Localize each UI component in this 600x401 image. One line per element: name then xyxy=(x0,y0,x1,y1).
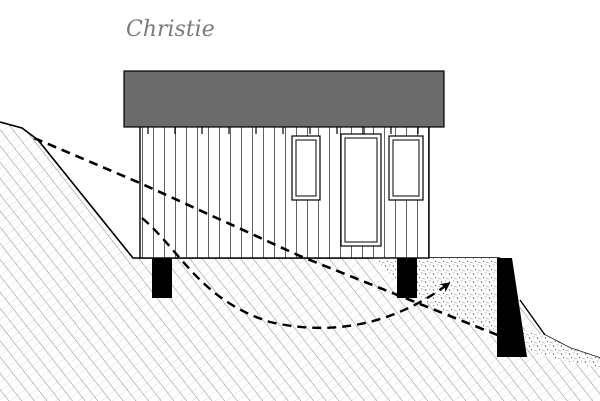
cabin xyxy=(139,125,430,259)
dashed-flow-arrow xyxy=(141,217,451,329)
door xyxy=(340,133,382,247)
pier-left xyxy=(152,258,172,298)
pier-middle xyxy=(397,258,417,298)
roof xyxy=(123,70,445,128)
retaining-wall xyxy=(497,258,527,357)
window-right xyxy=(388,135,424,201)
window-left xyxy=(291,135,321,201)
dashed-slope-line xyxy=(33,136,501,338)
diagram-caption: Christie xyxy=(126,17,215,42)
